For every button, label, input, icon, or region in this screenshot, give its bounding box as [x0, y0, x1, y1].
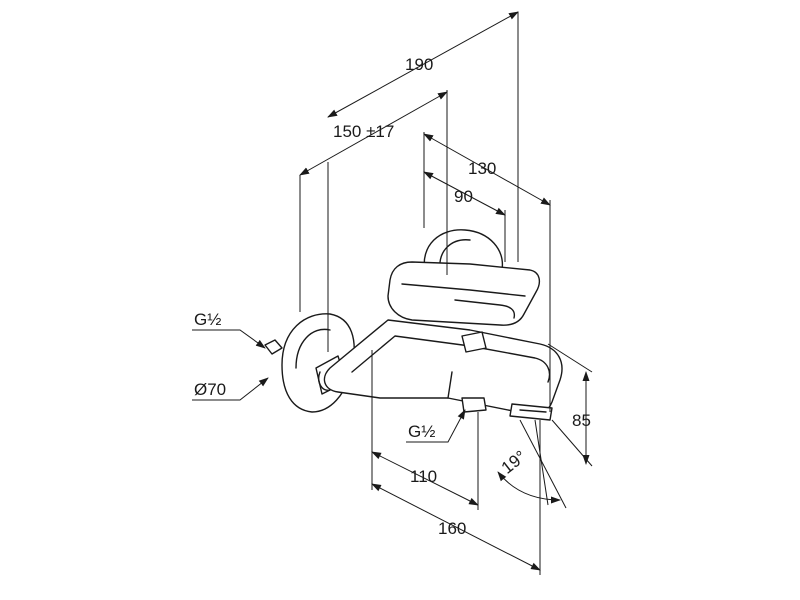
label-110: 110: [410, 467, 437, 486]
leader-flange-diameter: [192, 377, 269, 401]
label-inlet-thread: G½: [194, 310, 221, 329]
label-85: 85: [572, 411, 591, 430]
label-130: 130: [468, 159, 496, 178]
leader-outlet-thread: [406, 409, 466, 443]
faucet-drawing: [264, 229, 563, 421]
label-160: 160: [438, 519, 466, 538]
dim-line-130: [423, 133, 551, 206]
spout-outlet: [461, 397, 553, 421]
dim-line-90: [423, 171, 506, 216]
label-flange-diameter: Ø70: [194, 380, 226, 399]
label-outlet-thread: G½: [408, 422, 435, 441]
leader-inlet-thread: [192, 329, 266, 349]
label-150: 150 ±17: [333, 122, 394, 141]
label-90: 90: [454, 187, 473, 206]
dimension-lines: [299, 11, 590, 571]
faucet-body: [323, 319, 563, 416]
label-190: 190: [405, 55, 433, 74]
callout-leaders: [192, 329, 466, 443]
dim-arc-19: [497, 471, 561, 504]
label-19-deg: 19°: [498, 447, 530, 478]
callout-labels: G½ Ø70 G½: [194, 310, 435, 441]
dim-line-160: [371, 483, 541, 571]
faucet-handle: [387, 261, 541, 353]
dim-line-150: [299, 91, 448, 176]
dimension-labels: 190 150 ±17 130 90 85 110 160 19°: [333, 55, 591, 538]
